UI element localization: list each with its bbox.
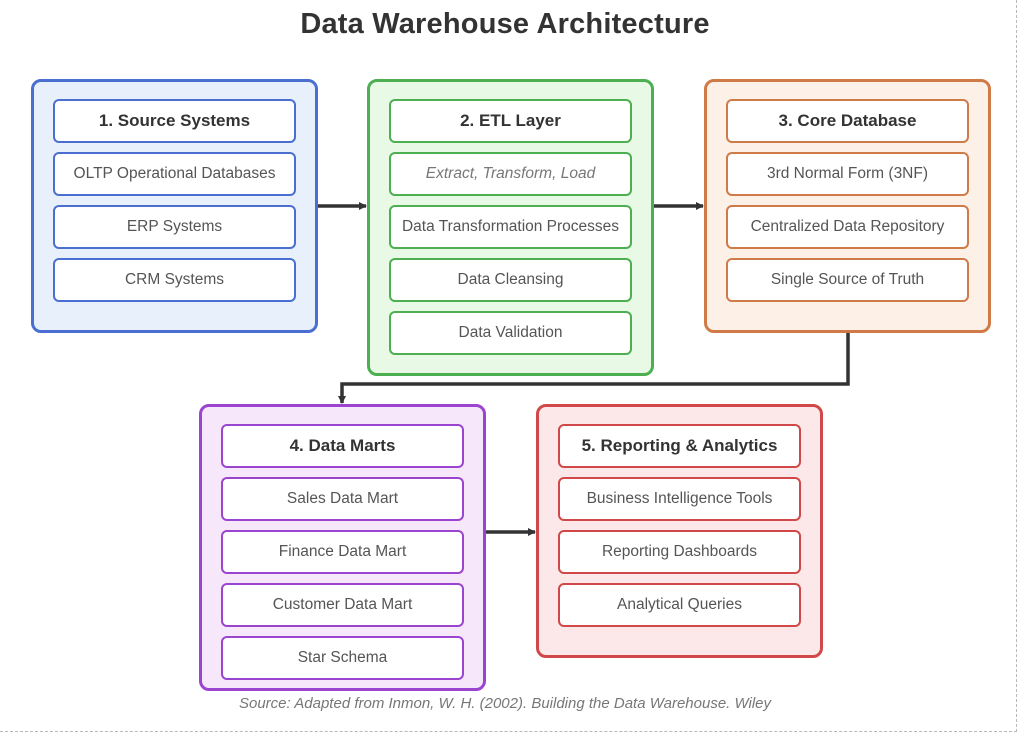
diagram-title: Data Warehouse Architecture — [300, 8, 710, 40]
group-reporting-analytics: 5. Reporting & Analytics Business Intell… — [536, 404, 823, 658]
group-header: 1. Source Systems — [53, 99, 296, 143]
group-core-database: 3. Core Database 3rd Normal Form (3NF) C… — [704, 79, 991, 333]
group-header: 3. Core Database — [726, 99, 969, 143]
group-item: Business Intelligence Tools — [558, 477, 801, 521]
group-item: Centralized Data Repository — [726, 205, 969, 249]
group-header: 5. Reporting & Analytics — [558, 424, 801, 468]
group-item: Sales Data Mart — [221, 477, 464, 521]
group-item: Customer Data Mart — [221, 583, 464, 627]
group-item: Reporting Dashboards — [558, 530, 801, 574]
group-item: Single Source of Truth — [726, 258, 969, 302]
group-source-systems: 1. Source Systems OLTP Operational Datab… — [31, 79, 318, 333]
group-subtitle: Extract, Transform, Load — [389, 152, 632, 196]
group-item: ERP Systems — [53, 205, 296, 249]
source-citation: Source: Adapted from Inmon, W. H. (2002)… — [238, 695, 772, 712]
group-item: Finance Data Mart — [221, 530, 464, 574]
group-item: Analytical Queries — [558, 583, 801, 627]
group-item: Data Cleansing — [389, 258, 632, 302]
group-item: Star Schema — [221, 636, 464, 680]
group-item: 3rd Normal Form (3NF) — [726, 152, 969, 196]
group-item: Data Validation — [389, 311, 632, 355]
group-header: 4. Data Marts — [221, 424, 464, 468]
group-data-marts: 4. Data Marts Sales Data Mart Finance Da… — [199, 404, 486, 691]
group-item: Data Transformation Processes — [389, 205, 632, 249]
group-etl-layer: 2. ETL Layer Extract, Transform, Load Da… — [367, 79, 654, 376]
group-item: CRM Systems — [53, 258, 296, 302]
group-header: 2. ETL Layer — [389, 99, 632, 143]
group-item: OLTP Operational Databases — [53, 152, 296, 196]
